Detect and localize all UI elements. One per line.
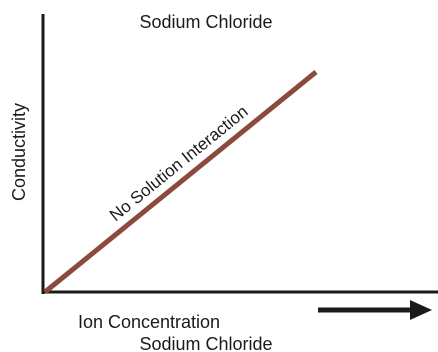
series-line-no-solution-interaction — [43, 70, 318, 294]
series-label: No Solution Interaction — [106, 102, 252, 225]
x-axis-label-sub: Sodium Chloride — [139, 334, 272, 352]
y-axis-label: Conductivity — [9, 103, 29, 201]
chart-title: Sodium Chloride — [139, 12, 272, 32]
right-arrow-icon — [318, 300, 432, 320]
x-axis-label: Ion Concentration — [78, 312, 220, 332]
